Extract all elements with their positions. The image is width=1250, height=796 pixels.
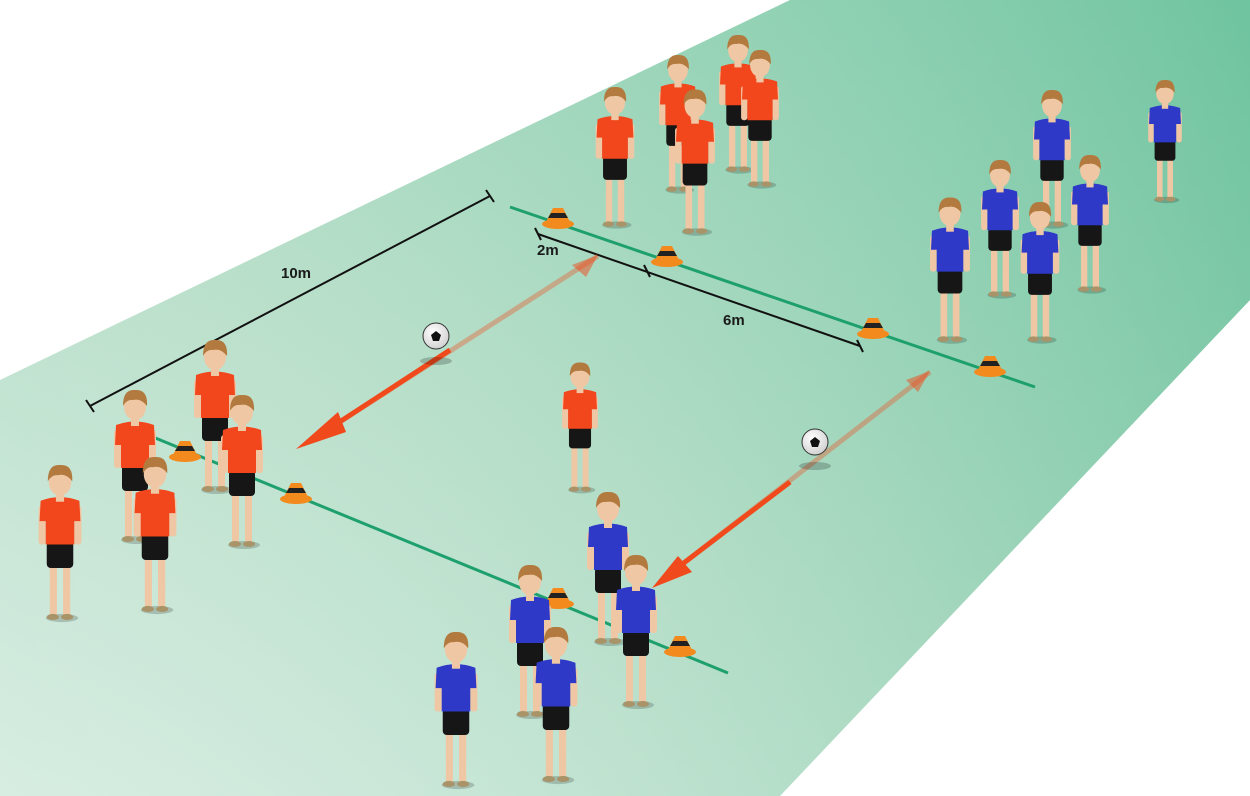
dimension-label-2m: 2m: [537, 242, 559, 259]
player-blue: [615, 554, 657, 709]
player-red: [741, 49, 779, 189]
cone: [280, 483, 312, 504]
player-red: [221, 394, 263, 549]
player-red: [562, 362, 598, 494]
player-blue: [981, 159, 1019, 299]
player-blue: [1071, 154, 1109, 294]
ball: [799, 428, 831, 470]
cone: [857, 318, 889, 339]
cone: [664, 636, 696, 657]
player-red: [38, 464, 82, 623]
dimension-2m-6m: [534, 227, 864, 353]
cones-group: [169, 208, 1006, 657]
player-red: [675, 89, 715, 236]
ball: [420, 322, 452, 365]
player-blue: [1020, 201, 1060, 344]
players-group: [38, 34, 1182, 790]
cone: [542, 208, 574, 229]
player-blue: [930, 197, 970, 344]
dimension-10m: [85, 189, 495, 413]
pass-arrows: [296, 253, 932, 588]
player-red: [133, 456, 177, 615]
player-blue: [434, 631, 478, 790]
dimension-label-6m: 6m: [723, 312, 745, 329]
cone: [169, 441, 201, 462]
cone: [974, 356, 1006, 377]
cone: [651, 246, 683, 267]
player-blue: [534, 626, 578, 785]
player-red: [595, 86, 635, 229]
dimension-label-10m: 10m: [281, 265, 311, 282]
top-field-line: [509, 205, 1036, 389]
player-blue: [1148, 79, 1182, 204]
